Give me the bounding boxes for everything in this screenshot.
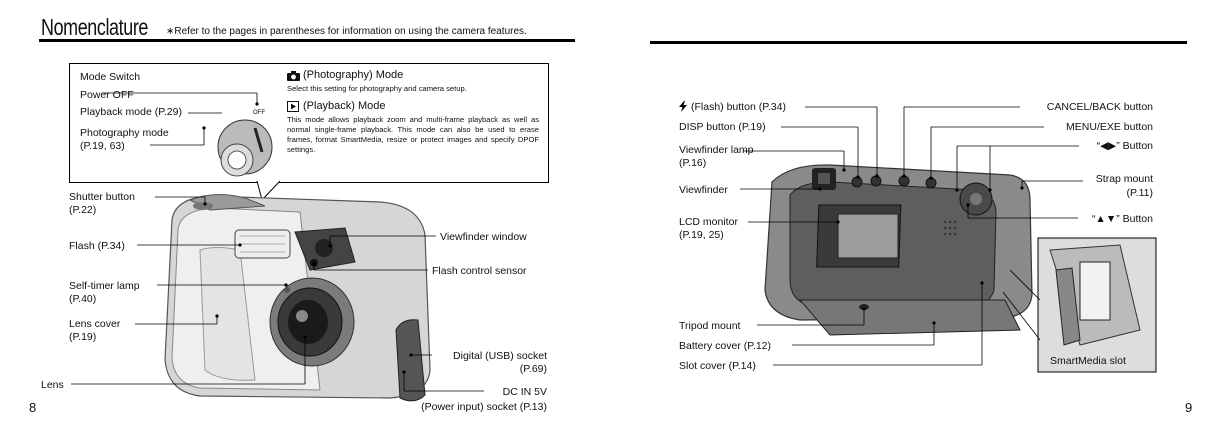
photo-mode-description: Select this setting for photography and …: [287, 84, 467, 93]
lens-cover-label: Lens cover: [69, 318, 121, 330]
page-number-right: 9: [1185, 400, 1193, 415]
up-down-button-label: “▲▼” Button: [1091, 213, 1153, 225]
playback-mode-label: Playback mode (P.29): [80, 106, 182, 118]
shutter-button-label: Shutter button: [69, 191, 135, 203]
playback-icon: [287, 101, 299, 112]
viewfinder-window-label: Viewfinder window: [440, 231, 527, 243]
viewfinder-label: Viewfinder: [679, 184, 728, 196]
flash-control-sensor-label: Flash control sensor: [432, 265, 527, 277]
photography-mode-page: (P.19, 63): [80, 140, 125, 152]
mode-switch-label: Mode Switch: [80, 71, 141, 83]
viewfinder-lamp-label: Viewfinder lamp: [679, 144, 754, 156]
reference-note: ∗Refer to the pages in parentheses for i…: [166, 26, 527, 37]
photo-mode-heading: (Photography) Mode: [303, 69, 404, 81]
flash-button-label: (Flash) button (P.34): [691, 101, 786, 113]
dc-in-label: DC IN 5V: [502, 386, 547, 398]
power-off-label: Power OFF: [80, 89, 134, 101]
self-timer-lamp-label: Self-timer lamp: [69, 280, 140, 292]
playback-mode-description: This mode allows playback zoom and multi…: [287, 115, 539, 154]
playback-mode-heading: (Playback) Mode: [303, 100, 386, 112]
lcd-monitor-page: (P.19, 25): [679, 229, 724, 241]
slot-cover-label: Slot cover (P.14): [679, 360, 756, 372]
mode-callout-box: Mode Switch Power OFF Playback mode (P.2…: [69, 63, 549, 183]
left-right-button-label: “◀▶” Button: [1096, 140, 1153, 152]
page-title: Nomenclature: [41, 14, 149, 40]
mode-dial: [217, 119, 273, 177]
smartmedia-slot-label: SmartMedia slot: [1050, 355, 1126, 367]
self-timer-lamp-page: (P.40): [69, 293, 97, 305]
strap-mount-page: (P.11): [1126, 187, 1153, 199]
battery-cover-label: Battery cover (P.12): [679, 340, 772, 352]
flash-bolt-icon: [679, 101, 687, 112]
shutter-button-page: (P.22): [69, 204, 97, 216]
lens-label: Lens: [41, 379, 64, 391]
usb-socket-page: (P.69): [519, 363, 547, 375]
lcd-monitor-label: LCD monitor: [679, 216, 738, 228]
camera-icon: [287, 71, 300, 81]
page-number-left: 8: [29, 400, 37, 415]
tripod-mount-label: Tripod mount: [679, 320, 741, 332]
dc-in-page: (Power input) socket (P.13): [421, 401, 547, 413]
header-rule-left: [39, 39, 575, 42]
off-marker: OFF: [253, 110, 265, 116]
strap-mount-label: Strap mount: [1095, 173, 1153, 185]
flash-label: Flash (P.34): [69, 240, 125, 252]
viewfinder-lamp-page: (P.16): [679, 157, 707, 169]
usb-socket-label: Digital (USB) socket: [453, 350, 547, 362]
cancel-back-button-label: CANCEL/BACK button: [1046, 101, 1153, 113]
disp-button-label: DISP button (P.19): [679, 121, 766, 133]
header-rule-right: [650, 41, 1187, 44]
photography-mode-label: Photography mode: [80, 127, 169, 139]
lens-cover-page: (P.19): [69, 331, 97, 343]
menu-exe-button-label: MENU/EXE button: [1066, 121, 1153, 133]
